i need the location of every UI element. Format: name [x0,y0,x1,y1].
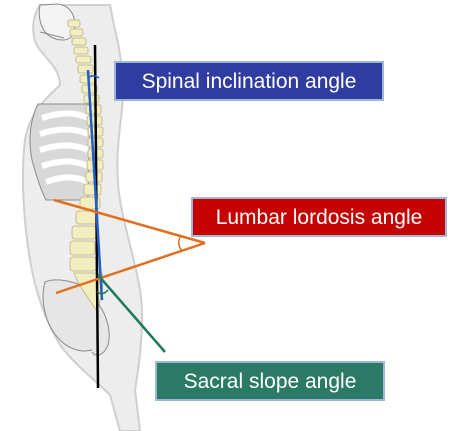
sacral-slope-line [97,274,166,353]
lumbar-angle-arc [178,235,183,252]
lumbar-lower-line [55,241,206,295]
lumbar-lordosis-text: Lumbar lordosis angle [215,205,423,229]
sacral-slope-text: Sacral slope angle [183,369,357,393]
skull [38,3,76,41]
spinal-inclination-label: Spinal inclination angle [114,61,384,101]
spinal-angle-arc [87,75,100,79]
spinal-inclination-text: Spinal inclination angle [141,69,357,93]
spinal-inclination-line [86,69,104,301]
sacral-angle-arc [96,289,109,295]
sacral-slope-label: Sacral slope angle [155,361,385,401]
lumbar-upper-line [53,198,206,245]
rib-cage [29,103,91,201]
lumbar-lordosis-label: Lumbar lordosis angle [191,197,447,237]
